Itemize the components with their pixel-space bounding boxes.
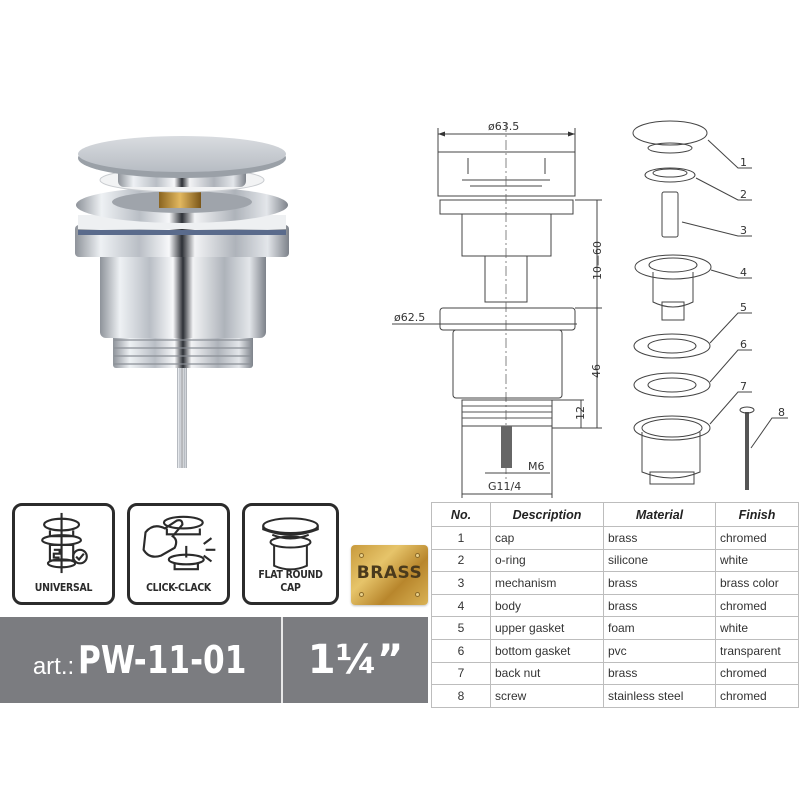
cell-no: 6 <box>431 638 491 663</box>
header-finish: Finish <box>715 502 799 527</box>
callout-1: 1 <box>740 156 747 169</box>
feature-label: FLAT ROUND CAP <box>258 568 323 594</box>
cell-finish: chromed <box>715 526 799 550</box>
dim-pipe-thread: G11/4 <box>488 480 521 493</box>
table-row: 3 mechanism brass brass color <box>431 571 799 595</box>
dim-height-range: 10—60 <box>591 241 604 280</box>
cell-no: 5 <box>431 616 491 640</box>
size-label: 1¼” <box>307 637 404 683</box>
screw-icon <box>359 553 364 558</box>
dim-cap-diameter: ø63.5 <box>488 120 519 133</box>
flat-round-cap-icon <box>262 517 319 571</box>
feature-icons: UNIVERSAL CLICK-CLACK FL <box>12 503 339 605</box>
screw-icon <box>415 553 420 558</box>
dim-flange-diameter: ø62.5 <box>394 311 425 324</box>
brass-label: BRASS <box>356 563 423 583</box>
product-photo <box>60 120 310 480</box>
table-row: 7 back nut brass chromed <box>431 661 799 686</box>
article-number: art.: PW-11-01 <box>0 617 283 703</box>
table-row: 2 o-ring silicone white <box>431 548 799 573</box>
cell-description: cap <box>490 526 604 550</box>
article-bar: art.: PW-11-01 1¼” <box>0 617 428 703</box>
dim-body-height: 46 <box>590 364 603 378</box>
feature-click-clack: CLICK-CLACK <box>127 503 230 605</box>
screw-icon <box>415 592 420 597</box>
cell-finish: transparent <box>715 638 799 663</box>
cell-material: brass <box>603 571 716 595</box>
callout-7: 7 <box>740 380 747 393</box>
cell-finish: brass color <box>715 571 799 595</box>
cell-finish: white <box>715 548 799 573</box>
callout-8: 8 <box>778 406 785 419</box>
callout-5: 5 <box>740 301 747 314</box>
brass-material-badge: BRASS <box>351 545 428 605</box>
article-code: PW-11-01 <box>78 638 247 682</box>
dim-screw-thread: M6 <box>528 460 545 473</box>
cell-description: upper gasket <box>490 616 604 640</box>
universal-waste-icon <box>41 512 88 574</box>
table-row: 4 body brass chromed <box>431 593 799 618</box>
feature-label: UNIVERSAL <box>34 581 93 594</box>
exploded-view: 1 2 3 4 5 6 7 8 <box>620 110 800 500</box>
cell-finish: white <box>715 616 799 640</box>
callout-3: 3 <box>740 224 747 237</box>
cell-material: brass <box>603 593 716 618</box>
dim-thread-height: 12 <box>574 406 587 420</box>
header-no: No. <box>431 502 491 527</box>
table-row: 8 screw stainless steel chromed <box>431 684 799 708</box>
click-clack-icon <box>142 515 216 571</box>
feature-label: CLICK-CLACK <box>146 581 211 594</box>
cell-material: silicone <box>603 548 716 573</box>
table-row: 5 upper gasket foam white <box>431 616 799 640</box>
technical-drawing: ø63.5 ø62.5 10—60 46 12 <box>370 110 620 500</box>
cell-description: screw <box>490 684 604 708</box>
cell-no: 3 <box>431 571 491 595</box>
cell-no: 8 <box>431 684 491 708</box>
cell-description: back nut <box>490 661 604 686</box>
cell-finish: chromed <box>715 684 799 708</box>
cell-finish: chromed <box>715 661 799 686</box>
article-prefix: art.: <box>32 653 75 680</box>
cell-no: 7 <box>431 661 491 686</box>
feature-universal: UNIVERSAL <box>12 503 115 605</box>
cell-no: 4 <box>431 593 491 618</box>
cell-finish: chromed <box>715 593 799 618</box>
feature-flat-round-cap: FLAT ROUND CAP <box>242 503 339 605</box>
cell-material: brass <box>603 526 716 550</box>
cell-description: o-ring <box>490 548 604 573</box>
callout-2: 2 <box>740 188 747 201</box>
cell-no: 2 <box>431 548 491 573</box>
cell-material: foam <box>603 616 716 640</box>
parts-table: No. Description Material Finish 1 cap br… <box>431 502 799 708</box>
cell-material: pvc <box>603 638 716 663</box>
table-row: 6 bottom gasket pvc transparent <box>431 638 799 663</box>
screw-icon <box>359 592 364 597</box>
header-description: Description <box>490 502 604 527</box>
cell-no: 1 <box>431 526 491 550</box>
cell-description: bottom gasket <box>490 638 604 663</box>
cell-material: brass <box>603 661 716 686</box>
callout-6: 6 <box>740 338 747 351</box>
table-row: 1 cap brass chromed <box>431 526 799 550</box>
callout-4: 4 <box>740 266 747 279</box>
cell-description: body <box>490 593 604 618</box>
header-material: Material <box>603 502 716 527</box>
cell-description: mechanism <box>490 571 604 595</box>
table-header-row: No. Description Material Finish <box>431 502 799 527</box>
cell-material: stainless steel <box>603 684 716 708</box>
